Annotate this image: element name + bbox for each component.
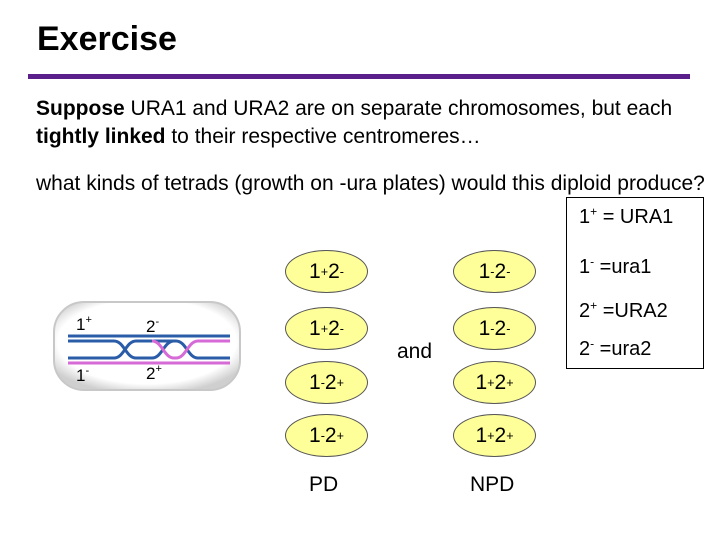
intro-bold-suppose: Suppose <box>36 97 125 120</box>
chromosome-diagram: 1+ 2- 1- 2+ <box>53 301 241 391</box>
spore: 1+ 2+ <box>453 414 536 457</box>
spore: 1+ 2- <box>285 307 368 350</box>
spore: 1- 2- <box>453 250 536 293</box>
diagram-label: 2+ <box>146 363 162 383</box>
legend-item: 2+ =URA2 <box>579 298 668 322</box>
cell-outline <box>53 301 241 391</box>
diagram-label: 2- <box>146 316 159 336</box>
pink-chromosome <box>68 339 230 365</box>
spore: 1- 2- <box>453 307 536 350</box>
question-paragraph: what kinds of tetrads (growth on -ura pl… <box>36 172 705 195</box>
spore: 1+ 2- <box>285 250 368 293</box>
tetrad-label-pd: PD <box>309 473 339 496</box>
tetrad-label-npd: NPD <box>470 473 515 496</box>
legend-item: 2- =ura2 <box>579 336 652 360</box>
title-rule <box>28 74 690 79</box>
diagram-label: 1- <box>76 365 89 385</box>
intro-text-1: URA1 and URA2 are on separate chromosome… <box>124 97 673 120</box>
diagram-label: 1+ <box>76 314 92 334</box>
slide-title: Exercise <box>37 20 177 58</box>
legend-item: 1+ = URA1 <box>579 204 674 228</box>
intro-paragraph: Suppose URA1 and URA2 are on separate ch… <box>36 95 706 151</box>
legend-item: 1- =ura1 <box>579 254 652 278</box>
and-connector: and <box>397 340 433 363</box>
intro-bold-tightly-linked: tightly linked <box>36 125 166 148</box>
allele-legend: 1+ = URA1 1- =ura1 2+ =URA2 2- =ura2 <box>566 197 704 369</box>
spore: 1+ 2+ <box>453 361 536 404</box>
spore: 1- 2+ <box>285 361 368 404</box>
intro-text-2: to their respective centromeres… <box>165 125 481 148</box>
spore: 1- 2+ <box>285 414 368 457</box>
